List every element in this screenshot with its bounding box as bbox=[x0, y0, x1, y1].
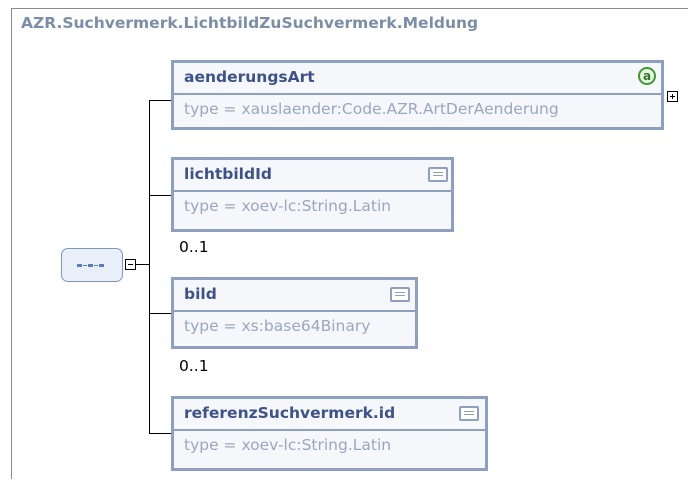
element-type: type = xoev-lc:String.Latin bbox=[184, 197, 392, 215]
element-name: referenzSuchvermerk.id bbox=[184, 404, 396, 422]
connector-branch bbox=[149, 313, 171, 314]
expand-icon[interactable] bbox=[667, 91, 678, 102]
simple-type-icon bbox=[459, 406, 479, 421]
sequence-compositor[interactable] bbox=[61, 248, 123, 282]
element-aenderungsart[interactable]: aenderungsArt a type = xauslaender:Code.… bbox=[171, 60, 664, 130]
element-lichtbildid[interactable]: lichtbildId type = xoev-lc:String.Latin bbox=[171, 157, 454, 232]
cardinality-label: 0..1 bbox=[179, 357, 209, 375]
connector-branch bbox=[149, 100, 171, 101]
connector-trunk bbox=[149, 100, 150, 434]
element-type: type = xauslaender:Code.AZR.ArtDerAender… bbox=[184, 100, 559, 118]
cardinality-label: 0..1 bbox=[179, 238, 209, 256]
element-type: type = xoev-lc:String.Latin bbox=[184, 436, 392, 454]
element-referenzsuchvermerk-id[interactable]: referenzSuchvermerk.id type = xoev-lc:St… bbox=[171, 396, 488, 471]
connector-line bbox=[136, 264, 150, 265]
diagram-title: AZR.Suchvermerk.LichtbildZuSuchvermerk.M… bbox=[21, 14, 479, 32]
element-bild[interactable]: bild type = xs:base64Binary bbox=[171, 277, 418, 349]
element-name: bild bbox=[184, 285, 217, 303]
element-name: lichtbildId bbox=[184, 165, 272, 183]
connector-branch bbox=[149, 195, 171, 196]
attribute-icon: a bbox=[638, 67, 656, 85]
connector-branch bbox=[149, 433, 171, 434]
element-type: type = xs:base64Binary bbox=[184, 317, 371, 335]
collapse-sequence-icon[interactable] bbox=[125, 259, 136, 270]
element-name: aenderungsArt bbox=[184, 68, 315, 86]
simple-type-icon bbox=[428, 167, 448, 182]
simple-type-icon bbox=[390, 287, 410, 302]
